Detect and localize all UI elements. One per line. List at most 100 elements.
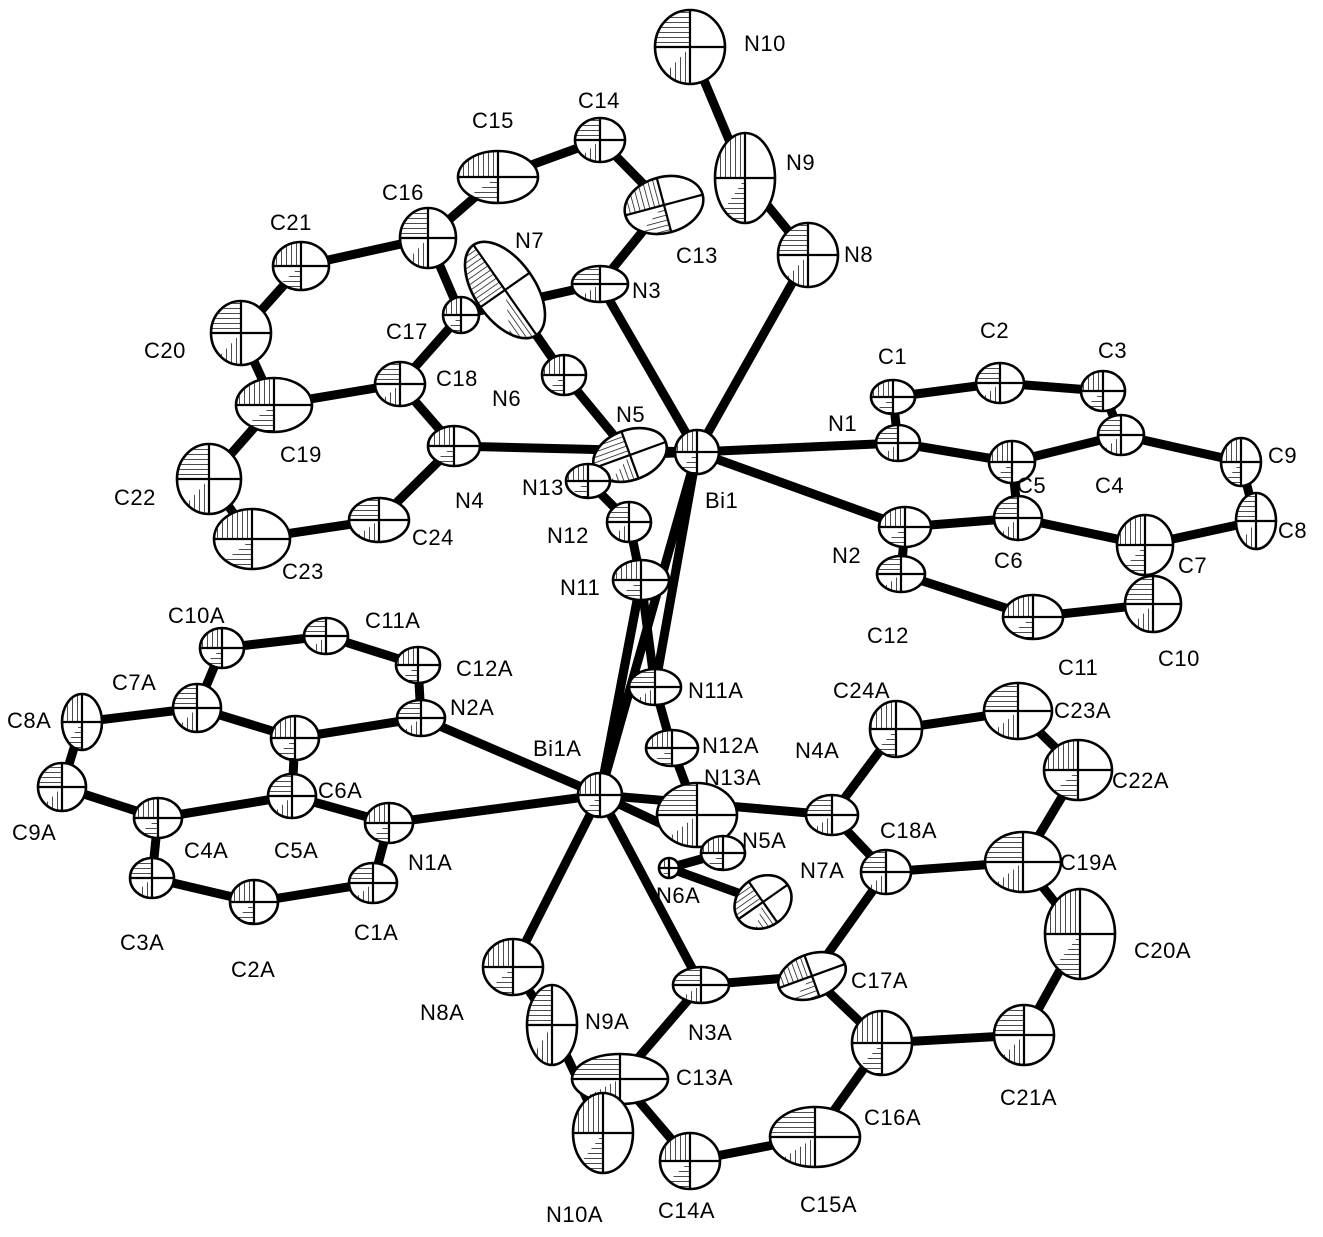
label-n7: N7 [515, 228, 544, 253]
atom-c20a [1043, 887, 1117, 981]
atom-c21a [992, 1003, 1056, 1067]
atom-c17 [441, 295, 481, 335]
bond-bi1a-n1a [384, 790, 605, 828]
atom-c23 [212, 507, 292, 571]
atom-n2a [395, 698, 447, 738]
atom-c13a [570, 1052, 670, 1106]
atom-c4 [1096, 413, 1146, 457]
atom-n4 [426, 424, 482, 468]
bond-bi1a-n11 [595, 575, 646, 800]
bond-bi1a-n2a [416, 713, 605, 800]
atom-c9 [1219, 436, 1263, 488]
atom-c19a [983, 830, 1063, 894]
atom-c8 [1234, 491, 1278, 551]
label-c8: C8 [1278, 518, 1307, 543]
label-n2: N2 [832, 543, 861, 568]
atom-c20 [209, 299, 273, 367]
atom-n6a [657, 856, 681, 880]
label-c15: C15 [472, 108, 514, 133]
atom-c14a [658, 1131, 722, 1191]
atom-c10a [198, 626, 246, 670]
label-c3: C3 [1098, 338, 1127, 363]
label-c12a: C12A [456, 656, 513, 681]
atom-n13a [655, 781, 739, 849]
label-n10: N10 [744, 31, 786, 56]
label-n12: N12 [547, 523, 589, 548]
atom-c13 [623, 174, 705, 236]
label-c13a: C13A [676, 1065, 733, 1090]
label-c11: C11 [1058, 655, 1098, 680]
bond-bi1-n1 [692, 438, 903, 457]
label-c10a: C10A [168, 603, 225, 628]
label-c19a: C19A [1060, 850, 1117, 875]
atom-n11a [627, 667, 683, 707]
label-c5: C5 [1017, 473, 1046, 498]
label-c20: C20 [144, 338, 186, 363]
atom-n13 [564, 462, 612, 500]
atom-bi1a [576, 771, 624, 819]
atom-c16a [850, 1009, 914, 1077]
label-n4: N4 [455, 488, 484, 513]
atom-c24 [347, 496, 411, 544]
atom-c8a [60, 692, 104, 752]
atom-bi1 [673, 428, 721, 476]
label-n1a: N1A [408, 850, 452, 875]
atom-c7 [1115, 513, 1175, 577]
label-bi1: Bi1 [705, 488, 738, 513]
label-c12: C12 [867, 623, 909, 648]
label-n6: N6 [492, 386, 521, 411]
atom-c22a [1042, 738, 1114, 802]
label-c14: C14 [578, 88, 620, 113]
label-n10a: N10A [546, 1202, 603, 1227]
label-c2: C2 [980, 318, 1009, 343]
atom-n7 [463, 240, 547, 340]
atom-n12a [644, 728, 700, 768]
label-c18: C18 [436, 366, 478, 391]
label-n7a: N7A [800, 858, 844, 883]
atom-c5 [987, 439, 1037, 485]
atom-n7a [733, 873, 793, 931]
atom-c18a [859, 848, 913, 896]
atom-c19 [234, 376, 314, 434]
atom-c15a [768, 1105, 862, 1169]
atom-c7a [171, 682, 223, 734]
label-c9: C9 [1268, 443, 1297, 468]
atom-c21 [271, 240, 331, 292]
atom-n5a [699, 834, 747, 872]
label-n8: N8 [844, 242, 873, 267]
atom-c4a [132, 796, 184, 840]
label-c18a: C18A [880, 818, 937, 843]
atom-n8 [776, 221, 840, 289]
label-n12a: N12A [702, 733, 759, 758]
atom-c14 [573, 116, 627, 164]
atom-n3a [671, 965, 731, 1005]
atom-n4a [804, 793, 860, 837]
label-c2a: C2A [231, 957, 275, 982]
label-c17a: C17A [851, 968, 908, 993]
atom-c2a [228, 878, 280, 926]
label-c22: C22 [114, 485, 156, 510]
label-c11a: C11A [365, 608, 420, 633]
label-c6: C6 [994, 548, 1023, 573]
atom-n9a [525, 983, 579, 1067]
label-n8a: N8A [420, 1000, 464, 1025]
label-n9: N9 [786, 150, 815, 175]
label-c1: C1 [878, 344, 907, 369]
label-n5a: N5A [742, 828, 786, 853]
atom-c18 [373, 360, 427, 408]
label-c5a: C5A [274, 838, 318, 863]
atom-c22 [175, 442, 243, 516]
atom-c16 [398, 206, 458, 270]
label-c21: C21 [270, 210, 312, 235]
label-n11a: N11A [688, 678, 743, 703]
label-c7: C7 [1178, 553, 1207, 578]
atom-c10 [1123, 574, 1183, 634]
label-c9a: C9A [12, 820, 56, 845]
label-c16a: C16A [864, 1105, 921, 1130]
atom-c15 [456, 149, 540, 205]
label-n6a: N6A [656, 883, 700, 908]
label-n5: N5 [616, 402, 645, 427]
label-n9a: N9A [585, 1009, 629, 1034]
atom-c1a [347, 861, 399, 905]
